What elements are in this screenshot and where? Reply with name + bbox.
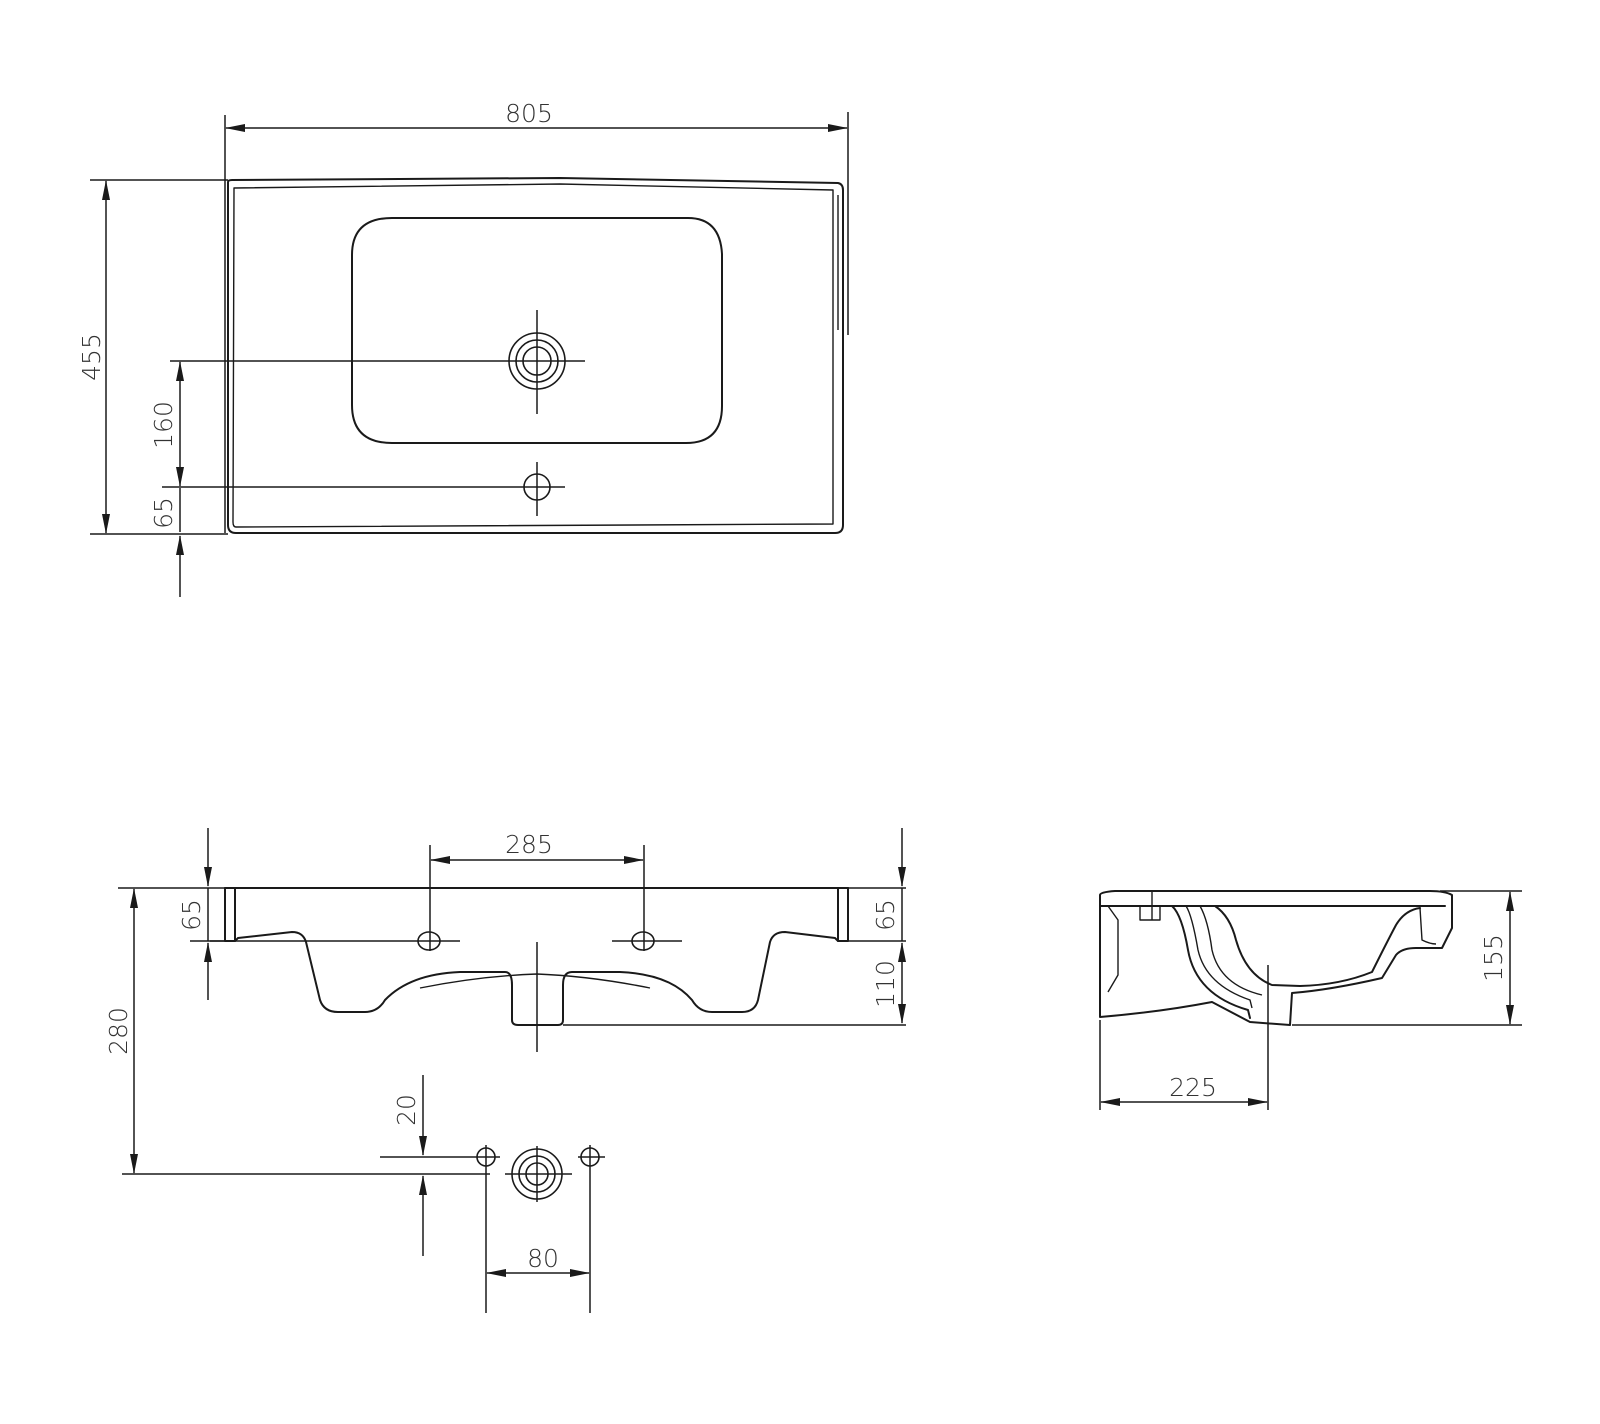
dim-rim-height-left: 65 — [177, 899, 206, 931]
dim-overall-width: 805 — [505, 99, 553, 128]
top-view-basin-inner-rim — [232, 183, 834, 528]
top-view: 805 455 160 65 — [77, 99, 849, 597]
dim-rim-height-right: 65 — [871, 899, 900, 931]
dim-waste-height: 280 — [104, 1007, 133, 1055]
dim-tap-hole-offset: 20 — [392, 1094, 421, 1126]
side-view-profile — [1099, 890, 1453, 1026]
dim-overall-depth: 455 — [77, 333, 106, 381]
side-view: 155 225 — [1099, 890, 1522, 1110]
top-view-bowl — [351, 217, 723, 444]
dim-tap-hole-spacing: 80 — [527, 1244, 559, 1273]
top-view-basin-outline — [227, 177, 844, 534]
dim-hole-spacing: 285 — [505, 830, 553, 859]
front-view: 285 65 65 110 280 20 — [104, 828, 906, 1313]
front-view-basin-profile — [234, 931, 839, 1026]
dim-tap-offset: 65 — [149, 497, 178, 529]
dim-drain-offset: 160 — [149, 401, 178, 449]
dim-drain-distance: 225 — [1169, 1073, 1217, 1102]
dim-bowl-depth: 110 — [871, 960, 900, 1008]
dim-side-height: 155 — [1479, 934, 1508, 982]
